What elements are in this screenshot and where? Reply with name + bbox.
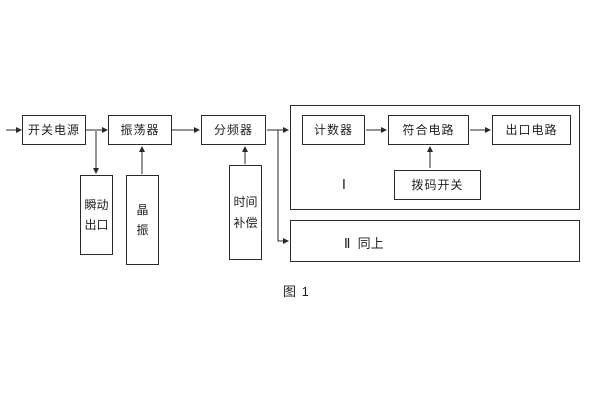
group2-box	[290, 220, 580, 262]
coincidence-box: 符合电路	[388, 115, 469, 145]
crystal-label-line2: 振	[136, 223, 149, 237]
instant-output-label-line2: 出口	[84, 218, 109, 232]
group2-label: Ⅱ 同上	[344, 236, 384, 251]
arrow-divider-to-group2	[277, 130, 289, 244]
output-circuit-label: 出口电路	[505, 122, 558, 137]
figure-caption: 图 1	[283, 284, 310, 299]
coincidence-label: 符合电路	[402, 122, 455, 137]
crystal-label-line1: 晶	[136, 202, 149, 217]
crystal-box: 晶 振	[126, 175, 159, 265]
counter-label: 计数器	[313, 122, 353, 137]
oscillator-label: 振荡器	[120, 122, 160, 137]
oscillator-box: 振荡器	[108, 115, 172, 145]
counter-box: 计数器	[302, 115, 365, 145]
divider-box: 分频器	[201, 115, 266, 145]
instant-output-label-line1: 瞬动	[84, 197, 109, 212]
time-compensation-box: 时间 补偿	[229, 165, 262, 260]
output-circuit-box: 出口电路	[492, 115, 571, 145]
divider-label: 分频器	[213, 122, 253, 137]
time-compensation-label-line2: 补偿	[233, 215, 258, 230]
power-box: 开关电源	[22, 115, 86, 145]
instant-output-box: 瞬动 出口	[80, 175, 113, 255]
dip-switch-label: 拨码开关	[411, 177, 464, 192]
group1-box	[290, 105, 580, 210]
power-label: 开关电源	[27, 122, 80, 137]
time-compensation-label-line1: 时间	[233, 195, 258, 210]
group1-label: Ⅰ	[342, 177, 346, 192]
dip-switch-box: 拨码开关	[394, 170, 481, 200]
